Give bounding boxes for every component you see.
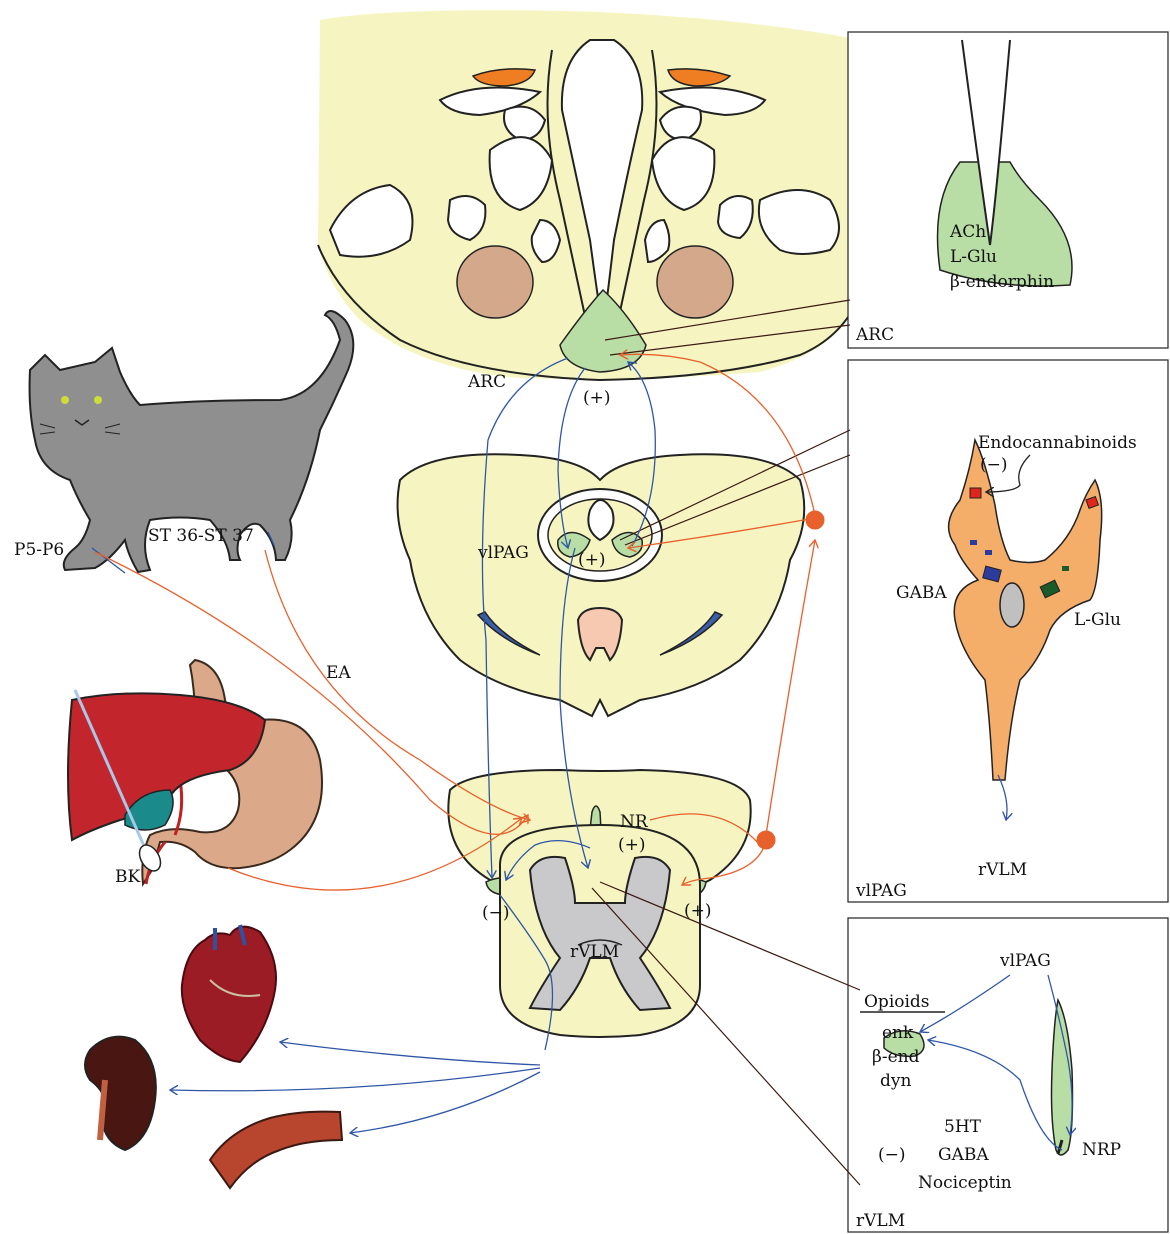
vessel-illustration (210, 1112, 342, 1188)
rvlm-plus-label: (+) (684, 901, 712, 921)
vlpag-plus-label: (+) (578, 550, 606, 570)
arc-plus-label: (+) (583, 388, 611, 408)
arc-panel-lglu: L-Glu (950, 247, 997, 267)
hypothalamus-section (318, 10, 860, 380)
vlpag-panel-minus: (−) (980, 455, 1008, 475)
spinal-cord-section (500, 825, 700, 1037)
vlpag-panel-lglu: L-Glu (1074, 610, 1121, 630)
rvlm-panel-gaba: GABA (938, 1145, 989, 1165)
endocannabinoids-label: Endocannabinoids (978, 433, 1137, 453)
vlpag-panel-rvlm: rVLM (978, 860, 1027, 880)
nr-label: NR (620, 812, 649, 832)
vlpag-panel-gaba: GABA (896, 583, 947, 603)
rvlm-panel-title: rVLM (856, 1211, 905, 1231)
nociceptin-label: Nociceptin (918, 1173, 1012, 1193)
kidney-illustration (85, 1037, 156, 1150)
vlpag-label: vlPAG (477, 543, 529, 563)
rvlm-panel-vlpag: vlPAG (999, 951, 1051, 971)
ea-label: EA (326, 663, 351, 683)
dyn-label: dyn (880, 1071, 911, 1091)
callout-lines (592, 300, 860, 1185)
5ht-label: 5HT (944, 1117, 982, 1137)
nrp-label: NRP (1082, 1140, 1121, 1160)
enk-label: enk (882, 1023, 914, 1043)
arc-panel-ach: ACh (949, 222, 986, 242)
midbrain-section (398, 454, 805, 716)
rvlm-panel-minus: (−) (878, 1145, 906, 1165)
arc-panel-title: ARC (855, 325, 894, 345)
arc-panel (848, 32, 1168, 348)
arc-panel-bendorphin: β-endorphin (950, 272, 1054, 292)
rvlm-label: rVLM (570, 942, 619, 962)
nr-plus-label: (+) (618, 835, 646, 855)
st-label: ST 36-ST 37 (148, 526, 254, 546)
bk-label: BK (115, 867, 140, 887)
arc-label: ARC (467, 372, 506, 392)
vlpag-panel-title: vlPAG (855, 881, 907, 901)
bend-label: β-end (872, 1047, 920, 1067)
p5p6-label: P5-P6 (14, 540, 64, 560)
rvlm-minus-label: (−) (482, 903, 510, 923)
heart-illustration (182, 925, 276, 1062)
opioids-label: Opioids (864, 992, 930, 1012)
